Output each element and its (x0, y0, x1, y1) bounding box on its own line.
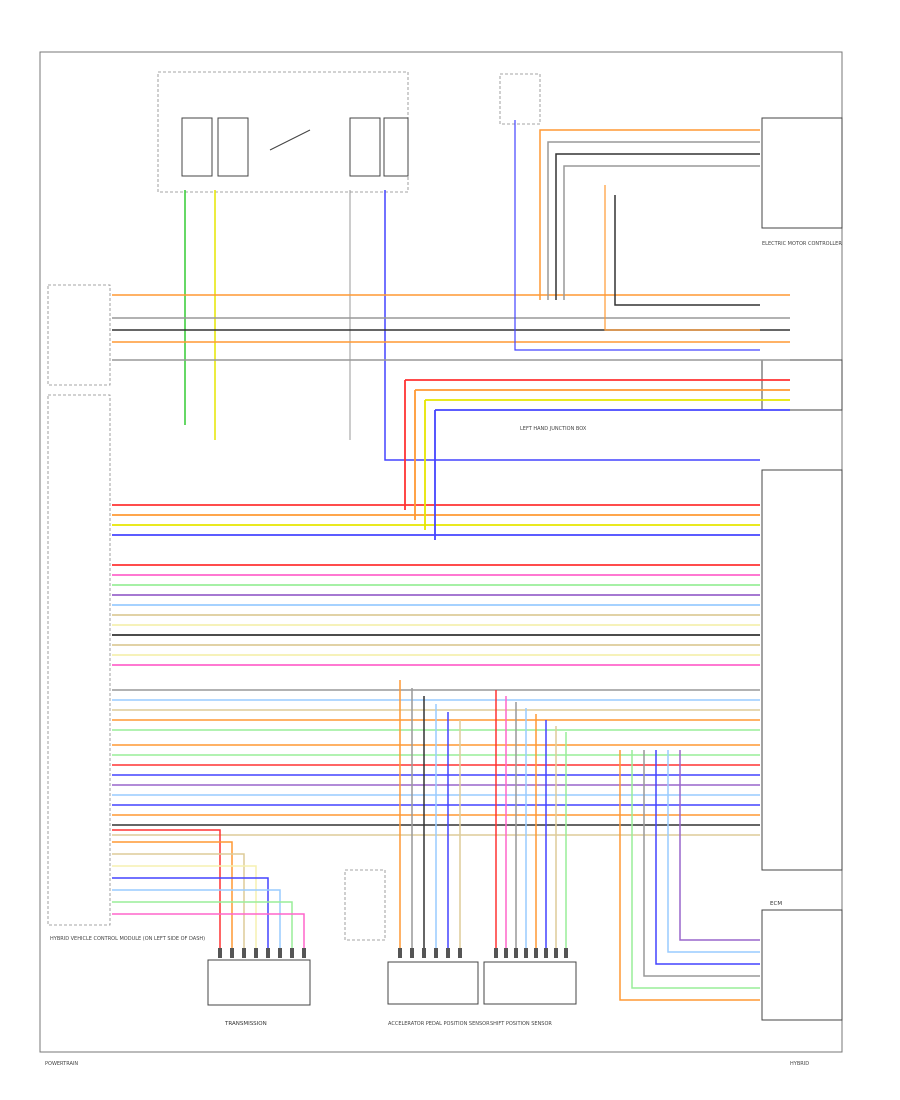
relay-box-4 (383, 117, 409, 177)
relay-box-3 (349, 117, 381, 177)
hybrid-ecm-top (47, 284, 111, 386)
wire-tx-5 (112, 889, 281, 955)
ss-pin-2 (514, 948, 518, 958)
wire-orange-loop (604, 185, 760, 331)
relay-box-2 (217, 117, 249, 177)
ss-pin-3 (524, 948, 528, 958)
ss-pin-5 (544, 948, 548, 958)
pin-group (218, 948, 568, 958)
footer-right: HYBRID (790, 1061, 809, 1067)
wire-right-vertical-3 (563, 165, 760, 300)
top-switch-block (499, 73, 541, 125)
tx-pin-3 (254, 948, 258, 958)
ap-pin-4 (446, 948, 450, 958)
relay-box-1 (181, 117, 213, 177)
tx-pin-6 (290, 948, 294, 958)
wire-ecm-2 (643, 750, 760, 977)
ss-pin-6 (554, 948, 558, 958)
tx-pin-7 (302, 948, 306, 958)
tx-pin-5 (278, 948, 282, 958)
wire-ecm-0 (619, 750, 760, 1001)
ap-pin-0 (398, 948, 402, 958)
wire-right-vertical-1 (547, 141, 760, 300)
right-main-connector (761, 469, 843, 871)
ecm-caption: ECM (770, 901, 782, 907)
wire-right-vertical-0 (539, 129, 760, 300)
wire-ecm-1 (631, 750, 760, 989)
accel-pedal-caption: ACCELERATOR PEDAL POSITION SENSOR (388, 1021, 490, 1027)
wire-tx-1 (112, 841, 233, 955)
ss-pin-4 (534, 948, 538, 958)
ss-pin-0 (494, 948, 498, 958)
tx-pin-0 (218, 948, 222, 958)
shift-sensor-block (483, 961, 577, 1005)
wire-group (112, 120, 790, 1001)
wire-tx-7 (112, 913, 305, 955)
electric-motor-connector (761, 117, 843, 229)
wire-tx-4 (112, 877, 269, 955)
wire-tx-3 (112, 865, 257, 955)
ss-pin-7 (564, 948, 568, 958)
motor-controller-lower (761, 359, 843, 411)
ecm-connector (761, 909, 843, 1021)
wire-ecm-5 (679, 750, 760, 941)
wire-tx-6 (112, 901, 293, 955)
electric-motor-caption: ELECTRIC MOTOR CONTROLLER (762, 241, 842, 247)
wire-right-vertical-2 (555, 153, 760, 300)
ss-pin-1 (504, 948, 508, 958)
wire-ecm-3 (655, 750, 760, 965)
wire-black-loop (614, 195, 760, 306)
tx-pin-2 (242, 948, 246, 958)
ap-pin-5 (458, 948, 462, 958)
tx-pin-1 (230, 948, 234, 958)
switch-contact (269, 129, 311, 151)
transmission-caption: TRANSMISSION (224, 1021, 267, 1027)
hybrid-ecm-caption: HYBRID VEHICLE CONTROL MODULE (ON LEFT S… (50, 936, 205, 942)
ap-pin-1 (410, 948, 414, 958)
accel-pedal-block (387, 961, 479, 1005)
jb-caption: LEFT HAND JUNCTION BOX (520, 426, 587, 432)
shift-sensor-caption: SHIFT POSITION SENSOR (490, 1021, 552, 1027)
hybrid-ecm-main (47, 394, 111, 926)
footer-left: POWERTRAIN (45, 1061, 78, 1067)
wire-blue-loop (514, 120, 760, 351)
ap-pin-2 (422, 948, 426, 958)
transmission-block (207, 959, 311, 1006)
ap-pin-3 (434, 948, 438, 958)
tx-pin-4 (266, 948, 270, 958)
wire-blue-drop (384, 190, 760, 461)
bottom-mid-switch (344, 869, 386, 941)
wire-ecm-4 (667, 750, 760, 953)
wire-tx-2 (112, 853, 245, 955)
